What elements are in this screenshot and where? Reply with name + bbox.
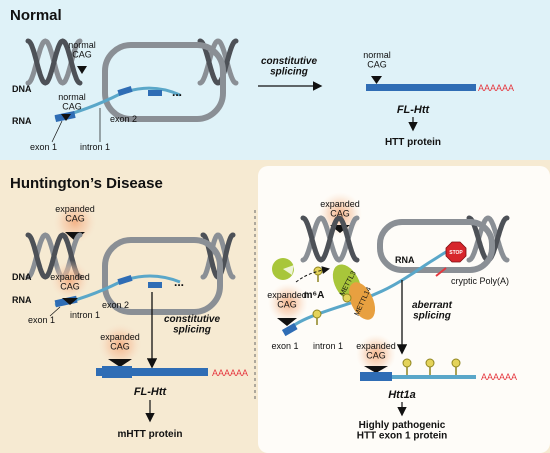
intron1-label: intron 1 xyxy=(80,142,110,152)
normal-panel-background xyxy=(0,0,550,160)
htt1a-m6a-site xyxy=(451,358,461,368)
hd-left-dna-helix-left xyxy=(25,232,83,280)
ellipsis: ... xyxy=(172,85,182,99)
dna-strand xyxy=(200,232,236,280)
hd-right-exon1-box xyxy=(281,323,298,337)
hd-left-transcript-name: FL-Htt xyxy=(134,386,168,398)
exon1-label: exon 1 xyxy=(30,142,57,152)
hd-left-dna-label: DNA xyxy=(12,272,32,282)
normal-transcript-name: FL-Htt xyxy=(397,104,431,116)
m6a-label: m⁶A xyxy=(304,290,325,301)
dna-strand xyxy=(25,232,83,280)
stop-sign-label: STOP xyxy=(449,250,463,256)
normal-mrna-cag-marker xyxy=(371,76,382,84)
exon2-box xyxy=(117,85,133,97)
dna-helix-right xyxy=(197,38,239,86)
hd-right-mrna-cag-glow xyxy=(356,334,396,374)
dna-strand xyxy=(466,215,510,263)
hd-left-exon1-leader xyxy=(49,306,61,317)
hd-left-ellipsis: ... xyxy=(174,275,184,289)
normal-mrna-cds xyxy=(366,84,476,91)
htt1a-m6a-site xyxy=(402,358,412,368)
transcription-bubble xyxy=(102,42,226,122)
m6a-site-2 xyxy=(342,293,352,303)
hd-left-cag-rna-marker xyxy=(62,298,78,305)
dna-strand xyxy=(300,215,360,263)
hd-right-transcript-name: Htt1a xyxy=(388,389,416,401)
cag-rna-marker xyxy=(61,114,71,121)
normal-protein: HTT protein xyxy=(385,137,441,148)
hd-left-transcription-bubble xyxy=(102,237,223,315)
hd-left-mrna-cds xyxy=(96,368,208,376)
mettl14-complex xyxy=(348,282,376,320)
cryptic-polya-label: cryptic Poly(A) xyxy=(451,276,509,286)
hd-left-intron1-label: intron 1 xyxy=(70,310,100,320)
hd-right-cag-rna-marker xyxy=(277,318,297,326)
htt1a-intron-segment xyxy=(392,375,476,379)
hd-right-polya: AAAAAA xyxy=(481,372,517,382)
m6a-deposition-arrow xyxy=(295,266,330,283)
cryptic-polya-leader xyxy=(435,267,447,277)
hd-left-rna-label: RNA xyxy=(12,295,32,305)
hd-right-cag-glow-rna xyxy=(268,283,308,323)
hd-left-exon2-box xyxy=(117,274,133,286)
htt1a-exon1-block xyxy=(360,372,392,381)
exon-dna-box xyxy=(148,90,162,96)
dna-strand xyxy=(197,38,239,86)
dna-helix-left xyxy=(25,38,83,86)
cag-dna-marker xyxy=(77,66,87,74)
hd-panel-title: Huntington’s Disease xyxy=(10,175,163,192)
cag-glow-rna xyxy=(50,260,90,300)
hd-left-exon-dna-box xyxy=(148,282,162,288)
dna-label: DNA xyxy=(12,84,32,94)
hd-left-exon2-label: exon 2 xyxy=(102,300,129,310)
reader-protein-notch xyxy=(283,265,294,275)
hd-left-mrna-cag-block xyxy=(102,366,132,378)
hd-left-mrna-cag-glow xyxy=(98,323,142,367)
hd-right-transcription-bubble xyxy=(377,219,495,273)
hd-right-rna-label: RNA xyxy=(395,255,415,265)
exon1-leader xyxy=(51,120,63,143)
dna-strand xyxy=(197,38,239,86)
hd-left-exon1-label: exon 1 xyxy=(28,315,55,325)
hd-left-polya: AAAAAA xyxy=(212,368,248,378)
hd-right-mrna-cag-marker xyxy=(364,366,388,373)
rna-label: RNA xyxy=(12,116,32,126)
htt1a-m6a-sites xyxy=(402,358,461,375)
htt1a-m6a-site xyxy=(425,358,435,368)
m6a-site-3 xyxy=(312,309,322,319)
hd-left-mrna-cag-marker xyxy=(108,359,132,367)
dna-strand xyxy=(25,38,83,86)
hd-right-dna-helix-left xyxy=(300,215,360,263)
normal-polya: AAAAAA xyxy=(478,83,514,93)
hd-left-protein: mHTT protein xyxy=(118,429,183,440)
exon2-label: exon 2 xyxy=(110,114,137,124)
stop-sign xyxy=(445,241,467,263)
hd-right-intron1-label: intron 1 xyxy=(313,341,343,351)
hd-right-exon1-label: exon 1 xyxy=(271,341,298,351)
normal-panel-title: Normal xyxy=(10,7,62,24)
